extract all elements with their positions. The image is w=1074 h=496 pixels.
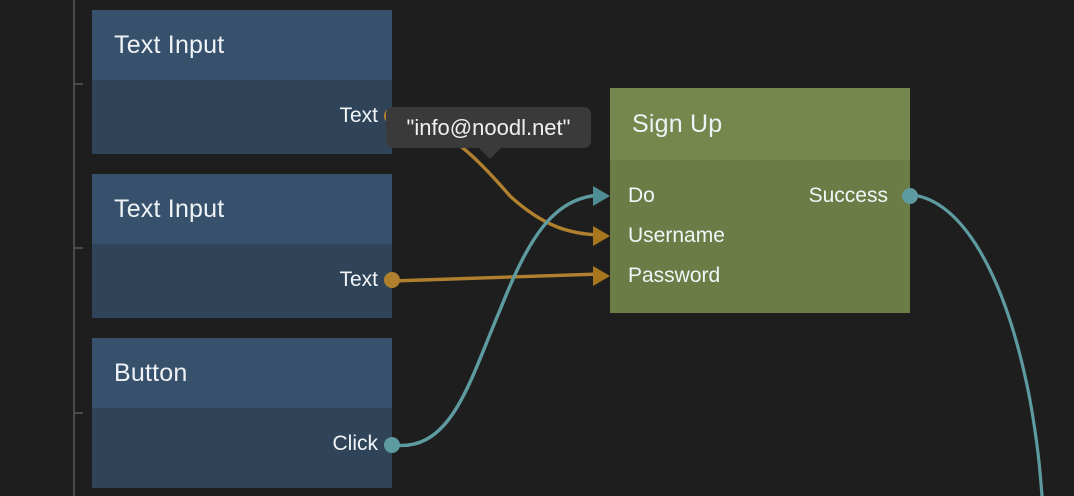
port-sign-up-in-do[interactable]: Do — [610, 184, 655, 207]
port-button-1-out-click[interactable]: Click — [332, 432, 379, 455]
port-label-text: Text — [339, 104, 378, 127]
hierarchy-branch-stub-2 — [73, 247, 83, 249]
port-text-input-1-out-text[interactable]: Text — [339, 104, 378, 127]
wire-text2-to-password — [390, 272, 602, 283]
port-dot-text-input-2-text[interactable] — [384, 272, 400, 288]
node-text-input-1-header[interactable]: Text Input — [92, 10, 392, 80]
port-label-click: Click — [332, 432, 379, 455]
port-sign-up-out-success[interactable]: Success — [808, 184, 888, 207]
port-arrow-sign-up-do[interactable] — [593, 186, 610, 206]
value-tooltip-text: "info@noodl.net" — [406, 114, 571, 140]
hierarchy-branch-stub-1 — [73, 83, 83, 85]
port-label-do: Do — [628, 184, 655, 207]
node-button-1-title: Button — [114, 358, 188, 387]
wire-success-out — [910, 193, 1044, 496]
port-arrow-sign-up-password[interactable] — [593, 266, 610, 286]
port-sign-up-in-username[interactable]: Username — [610, 224, 725, 247]
node-text-input-2-header[interactable]: Text Input — [92, 174, 392, 244]
wire-click-to-do — [392, 193, 602, 448]
port-arrow-sign-up-username[interactable] — [593, 226, 610, 246]
node-button-1[interactable]: Button Click — [92, 338, 400, 488]
node-sign-up-header[interactable]: Sign Up — [610, 88, 910, 160]
port-dot-button-1-click[interactable] — [384, 437, 400, 453]
port-label-password: Password — [628, 264, 721, 287]
port-sign-up-in-password[interactable]: Password — [610, 264, 721, 287]
node-sign-up[interactable]: Sign Up Do Username Password Success — [593, 88, 918, 313]
value-tooltip-pointer — [478, 147, 502, 159]
node-sign-up-title: Sign Up — [632, 109, 723, 138]
node-sign-up-body: Do Username Password Success — [593, 160, 918, 313]
port-dot-sign-up-success[interactable] — [902, 188, 918, 204]
node-button-1-header[interactable]: Button — [92, 338, 392, 408]
port-label-success: Success — [808, 184, 888, 207]
node-text-input-1-body: Text — [92, 80, 400, 154]
node-text-input-2-body: Text — [92, 244, 400, 318]
node-text-input-1-title: Text Input — [114, 30, 225, 59]
value-tooltip: "info@noodl.net" — [386, 107, 591, 159]
port-text-input-2-out-text[interactable]: Text — [339, 268, 378, 291]
port-label-text: Text — [339, 268, 378, 291]
node-button-1-body: Click — [92, 408, 400, 488]
port-label-username: Username — [628, 224, 725, 247]
node-text-input-1[interactable]: Text Input Text — [92, 10, 400, 154]
node-text-input-2[interactable]: Text Input Text — [92, 174, 400, 318]
node-text-input-2-title: Text Input — [114, 194, 225, 223]
hierarchy-branch-stub-3 — [73, 412, 83, 414]
